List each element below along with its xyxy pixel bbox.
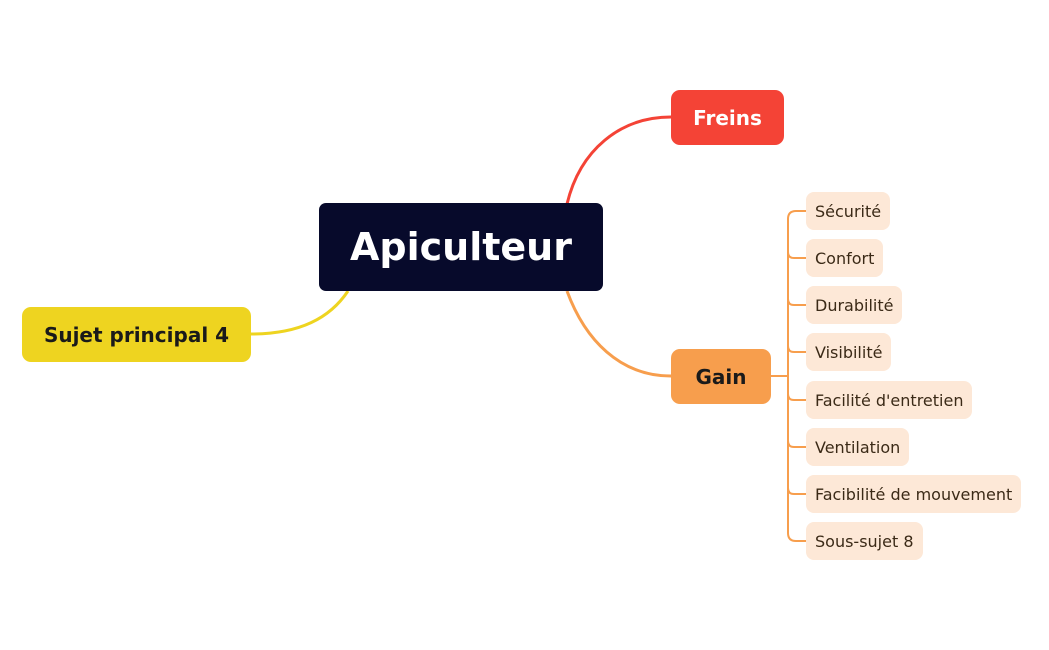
connector-gain-subtopic-7 xyxy=(787,487,806,495)
connector-root-freins xyxy=(565,115,672,205)
connector-root-gain xyxy=(565,290,672,378)
subtopic-label: Facibilité de mouvement xyxy=(815,484,1013,504)
main-topic-sujet-principal-4[interactable]: Sujet principal 4 xyxy=(22,307,251,362)
subtopic-durabilite[interactable]: Durabilité xyxy=(806,286,903,324)
connector-gain-subtopic-3 xyxy=(787,298,806,306)
connector-gain-subtopic-4 xyxy=(787,345,806,353)
subtopic-label: Sécurité xyxy=(815,201,882,221)
connector-gain-subtopic-2 xyxy=(787,251,806,259)
subtopic-securite[interactable]: Sécurité xyxy=(806,192,891,230)
connector-root-sujet4 xyxy=(250,290,350,336)
subtopic-sous-sujet-8[interactable]: Sous-sujet 8 xyxy=(806,522,923,560)
subtopic-label: Durabilité xyxy=(815,295,894,315)
main-topic-sujet4-label: Sujet principal 4 xyxy=(43,322,230,347)
connector-gain-subtopic-6 xyxy=(787,440,806,448)
central-topic-apiculteur[interactable]: Apiculteur xyxy=(319,203,603,291)
subtopic-facibilite-mouvement[interactable]: Facibilité de mouvement xyxy=(806,475,1022,513)
subtopic-label: Ventilation xyxy=(815,437,901,457)
subtopic-facilite-entretien[interactable]: Facilité d'entretien xyxy=(806,381,973,419)
central-topic-label: Apiculteur xyxy=(350,225,572,269)
connector-gain-subtopic-5 xyxy=(787,393,806,401)
main-topic-freins-label: Freins xyxy=(693,105,762,130)
subtopic-label: Visibilité xyxy=(815,342,883,362)
main-topic-freins[interactable]: Freins xyxy=(671,90,784,145)
subtopic-label: Facilité d'entretien xyxy=(815,390,964,410)
main-topic-gain[interactable]: Gain xyxy=(671,349,771,404)
main-topic-gain-label: Gain xyxy=(695,364,747,389)
subtopic-label: Sous-sujet 8 xyxy=(815,531,914,551)
subtopic-visibilite[interactable]: Visibilité xyxy=(806,333,892,371)
subtopic-ventilation[interactable]: Ventilation xyxy=(806,428,910,466)
gain-subtopic-bracket xyxy=(771,210,806,542)
connector-gain-subtopic-1 xyxy=(787,210,806,220)
connector-gain-subtopic-8 xyxy=(787,532,806,542)
subtopic-confort[interactable]: Confort xyxy=(806,239,884,277)
subtopic-label: Confort xyxy=(815,248,875,268)
